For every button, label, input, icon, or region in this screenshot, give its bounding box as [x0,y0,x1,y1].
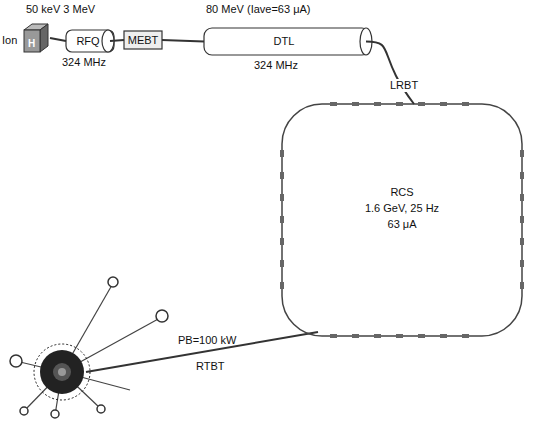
node-text: MEBT [128,34,159,47]
annotation-label: RTBT [196,360,225,373]
beam-transport-line [162,40,204,42]
edge-label: LRBT [390,79,418,92]
magnet [280,216,284,223]
annotation-label: PB=100 kW [178,334,236,347]
magnet [440,334,447,338]
rtbt-beamline [86,332,318,372]
annotation-label: 80 MeV (Iave=63 μA) [206,3,310,16]
magnet [462,334,469,338]
magnet [396,334,403,338]
component-node: RFQ [66,30,110,52]
component-node: Ion H [0,22,50,54]
node-text: Ion [2,34,17,47]
rfq-cylinder [66,30,114,52]
magnet [280,194,284,201]
ring-magnets [280,102,524,338]
magnet [462,102,469,106]
magnet [520,216,524,223]
magnet [396,102,403,106]
ion-source [24,24,48,52]
rcs-ring [282,104,522,336]
magnet [280,150,284,157]
magnet [280,260,284,267]
magnet [352,334,359,338]
beam-transport-line [50,38,66,41]
component-node: DTL [204,28,364,55]
node-text: 1.6 GeV, 25 Hz [365,202,439,215]
magnet [520,282,524,289]
magnet [280,238,284,245]
magnet [280,282,284,289]
beam-transport-line [366,42,414,105]
magnet [418,102,425,106]
component-node: RCS 1.6 GeV, 25 Hz 63 μA [282,104,522,336]
node-text: DTL [274,35,295,48]
magnet [520,238,524,245]
magnet [330,334,337,338]
annotation-label: 50 keV 3 MeV [26,3,95,16]
instrument-stations [10,277,168,418]
magnet [418,334,425,338]
target-station [34,344,90,400]
mebt-box [124,31,162,49]
node-text: RCS [390,186,413,199]
magnet [352,102,359,106]
magnet [520,194,524,201]
magnet [520,260,524,267]
magnet [520,172,524,179]
magnet [330,102,337,106]
component-node: MEBT [124,31,162,49]
magnet [440,102,447,106]
magnet [280,172,284,179]
magnet [520,150,524,157]
magnet [374,102,381,106]
annotation-label: 324 MHz [62,56,106,69]
beam-transport-line [110,40,124,41]
node-text: H [28,37,35,50]
magnet [374,334,381,338]
dtl-cylinder [204,28,372,55]
node-text: RFQ [76,35,99,48]
annotation-label: 324 MHz [254,59,298,72]
node-text: 63 μA [388,218,417,231]
instrument-beamlines [20,285,160,415]
